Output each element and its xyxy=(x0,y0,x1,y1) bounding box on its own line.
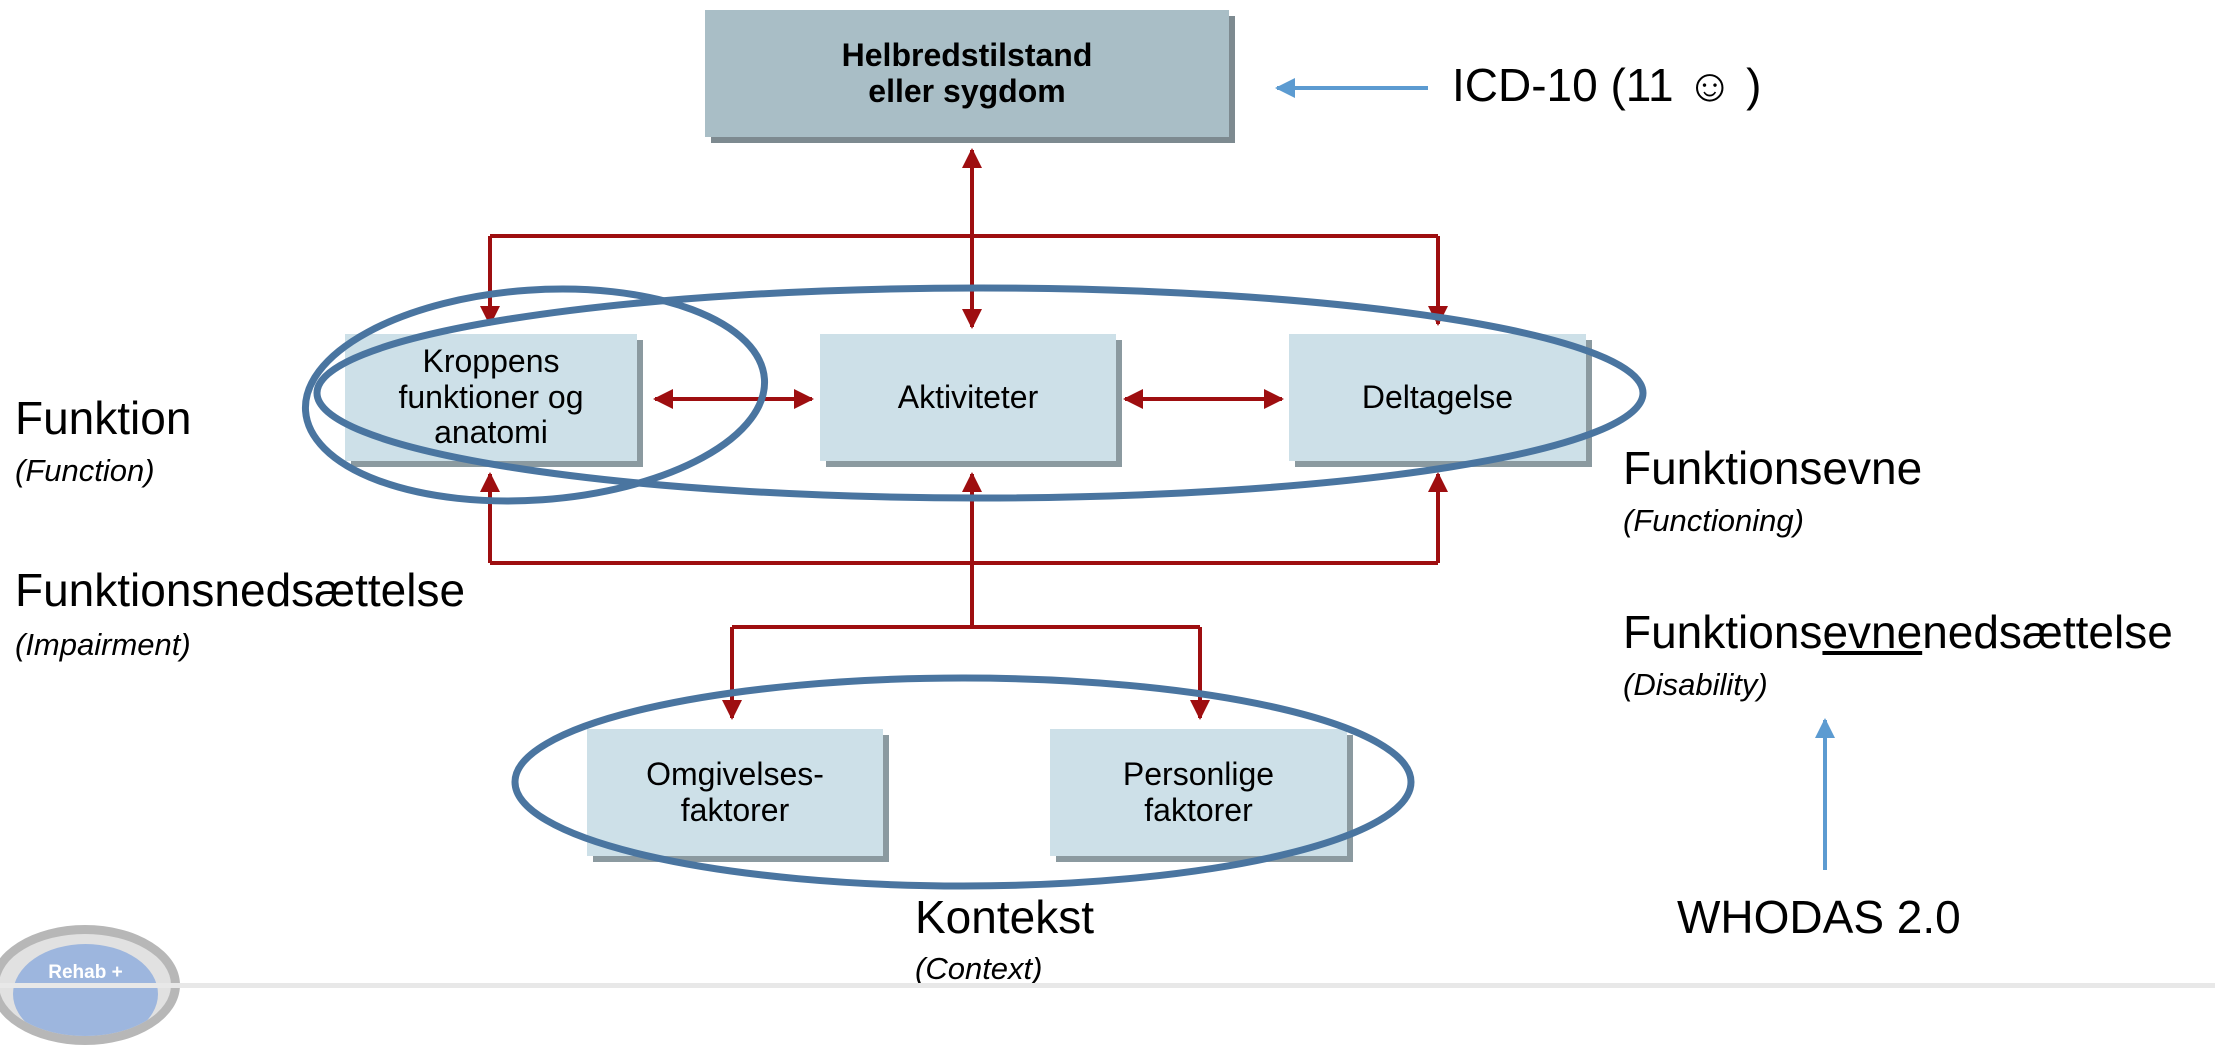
disability-en-label: (Disability) xyxy=(1623,667,1768,702)
functioning-en-label: (Functioning) xyxy=(1623,503,1804,538)
body-functions-line-3: anatomi xyxy=(434,414,548,451)
activities-box: Aktiviteter xyxy=(820,334,1116,461)
bottom-bar xyxy=(0,983,2215,988)
icd-label: ICD-10 (11 ☺ ) xyxy=(1452,59,1762,111)
disability-label-underlined: evne xyxy=(1822,606,1923,658)
body-functions-line-1: Kroppens xyxy=(422,342,560,379)
disability-label-part-2: nedsættelse xyxy=(1922,606,2173,658)
health-condition-line-1: Helbredstilstand xyxy=(841,36,1093,73)
impairment-en-label: (Impairment) xyxy=(15,627,191,662)
context-en-label: (Context) xyxy=(915,951,1043,986)
body-functions-line-2: funktioner og xyxy=(398,378,584,415)
functioning-label: Funktionsevne xyxy=(1623,442,1923,494)
function-label: Funktion xyxy=(15,392,192,444)
environmental-line-1: Omgivelses- xyxy=(646,755,824,792)
environmental-factors-box: Omgivelses-faktorer xyxy=(587,729,883,856)
activities-label: Aktiviteter xyxy=(897,378,1039,415)
rehab-logo-text: Rehab + xyxy=(13,944,158,1036)
environmental-line-2: faktorer xyxy=(680,791,790,828)
impairment-label: Funktionsnedsættelse xyxy=(15,564,466,616)
function-en-label: (Function) xyxy=(15,453,155,488)
participation-label: Deltagelse xyxy=(1361,378,1514,415)
disability-label: Funktionsevnenedsættelse xyxy=(1623,605,2173,659)
disability-label-part-1: Funktions xyxy=(1623,606,1823,658)
personal-line-1: Personlige xyxy=(1122,755,1275,792)
context-label: Kontekst xyxy=(915,891,1094,943)
whodas-label: WHODAS 2.0 xyxy=(1677,891,1961,943)
participation-box: Deltagelse xyxy=(1289,334,1586,461)
health-condition-line-2: eller sygdom xyxy=(868,72,1066,109)
personal-line-2: faktorer xyxy=(1144,791,1253,828)
